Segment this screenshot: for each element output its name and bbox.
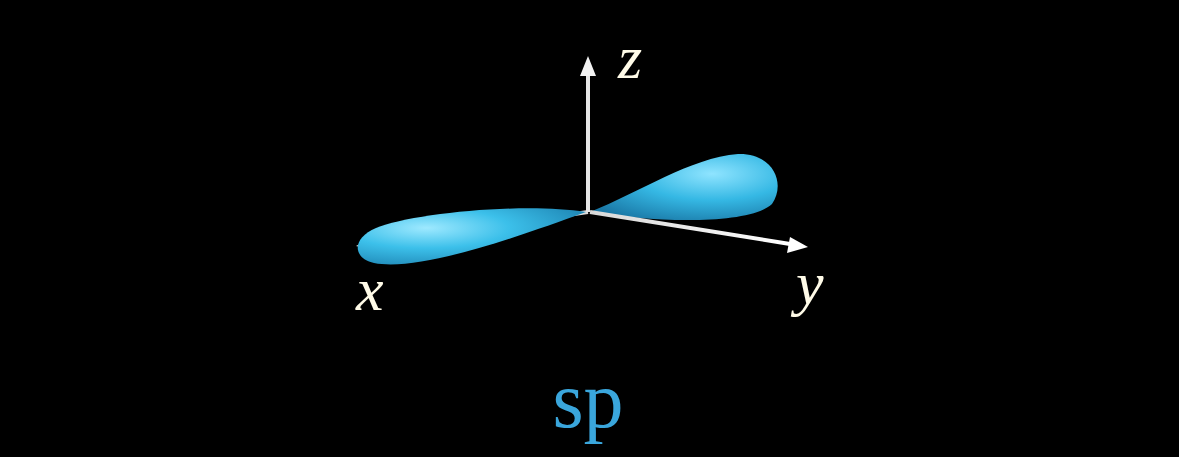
orbital-lobe: [590, 154, 778, 220]
z-axis: [580, 56, 596, 212]
y-axis: [590, 212, 808, 253]
axis-label: z: [618, 26, 642, 88]
axis-label: y: [796, 252, 824, 314]
axis-label: x: [356, 258, 384, 320]
caption: sp: [552, 360, 623, 440]
orbital-lobe: [358, 208, 586, 264]
